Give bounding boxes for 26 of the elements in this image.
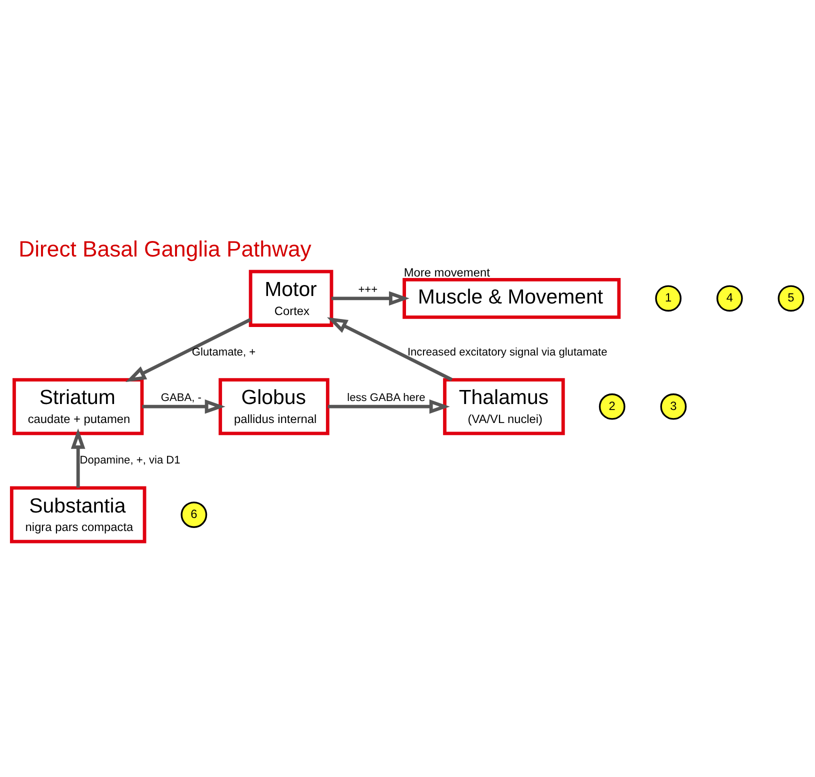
- node-box: Striatum caudate + putamen: [12, 378, 144, 436]
- arrow: [328, 399, 450, 414]
- arrow: [326, 317, 453, 382]
- diagram-title: Direct Basal Ganglia Pathway: [18, 236, 312, 262]
- node-circle: 5: [778, 285, 804, 312]
- edge-label: GABA, -: [160, 392, 202, 404]
- node-circle: 6: [180, 502, 208, 528]
- node-box: Thalamus (VA/VL nuclei): [443, 378, 565, 436]
- node-label: More movement: [404, 265, 490, 280]
- arrow: [142, 399, 226, 414]
- node-circle: 2: [598, 393, 626, 420]
- arrow: [126, 318, 252, 382]
- edge-label: less GABA here: [347, 392, 426, 404]
- node-box: Motor Cortex: [248, 270, 334, 327]
- arrow: [70, 428, 86, 488]
- edge-label: Glutamate, +: [192, 346, 256, 358]
- node-circle: 3: [660, 393, 687, 420]
- edge-label: Dopamine, +, via D1: [80, 454, 180, 467]
- arrow: [331, 291, 410, 306]
- node-circle: 1: [655, 285, 682, 312]
- node-box: Substantia nigra pars compacta: [10, 486, 146, 544]
- node-box: Globus pallidus internal: [218, 378, 330, 436]
- edge-label: +++: [358, 284, 378, 296]
- edge-label: Increased excitatory signal via glutamate: [407, 346, 608, 358]
- node-box: Muscle & Movement: [402, 278, 621, 319]
- node-circle: 4: [716, 285, 743, 312]
